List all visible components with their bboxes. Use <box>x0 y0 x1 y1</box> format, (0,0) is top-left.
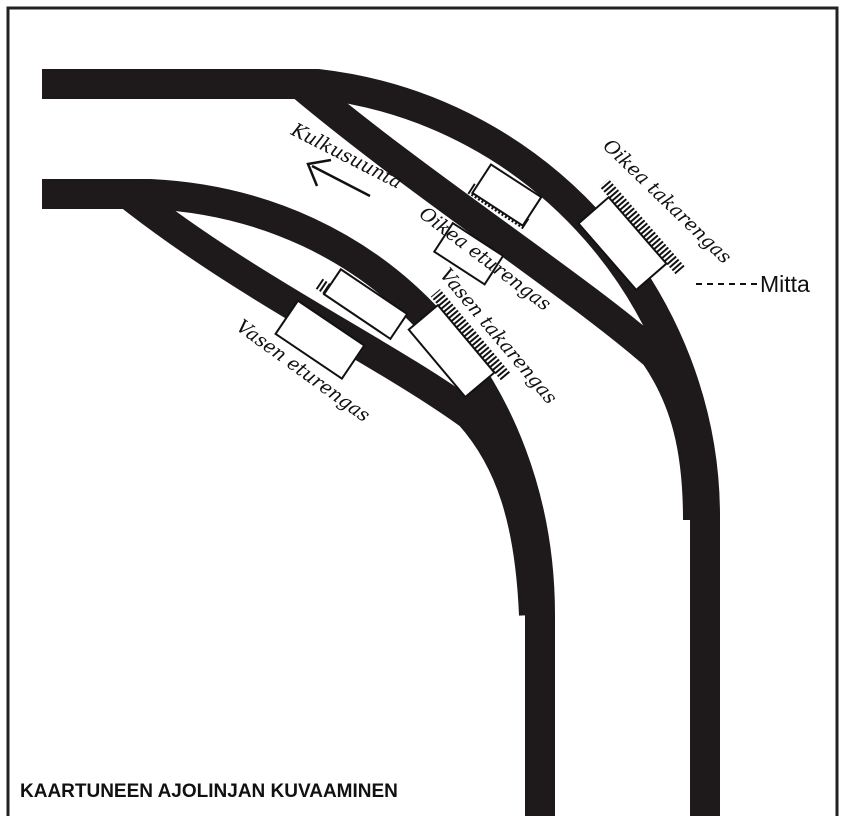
left-inner-track <box>118 182 549 616</box>
right-rear-tire <box>577 178 685 292</box>
direction-arrow-shaft <box>311 164 371 198</box>
left-rear-tire-measure-strip <box>430 289 511 381</box>
diagram-title: KAARTUNEEN AJOLINJAN KUVAAMINEN <box>20 781 398 802</box>
left-front-tire-lower <box>274 299 366 380</box>
direction-arrow-head <box>306 158 332 187</box>
right-front-tire-lower <box>432 221 505 286</box>
left-front-tire-upper <box>322 267 409 341</box>
right-rear-tire-box <box>577 195 668 292</box>
left-front-tire <box>274 267 409 380</box>
measure-label: Mitta <box>760 271 810 297</box>
right-inner-track <box>290 72 713 521</box>
right-rear-tire-measure-strip <box>599 178 685 275</box>
right-front-tire <box>432 163 543 286</box>
direction-arrow <box>306 158 371 198</box>
right-front-tire-upper <box>471 163 543 228</box>
left-rear-tire-box <box>407 303 496 399</box>
left-rear-tire <box>407 289 511 399</box>
